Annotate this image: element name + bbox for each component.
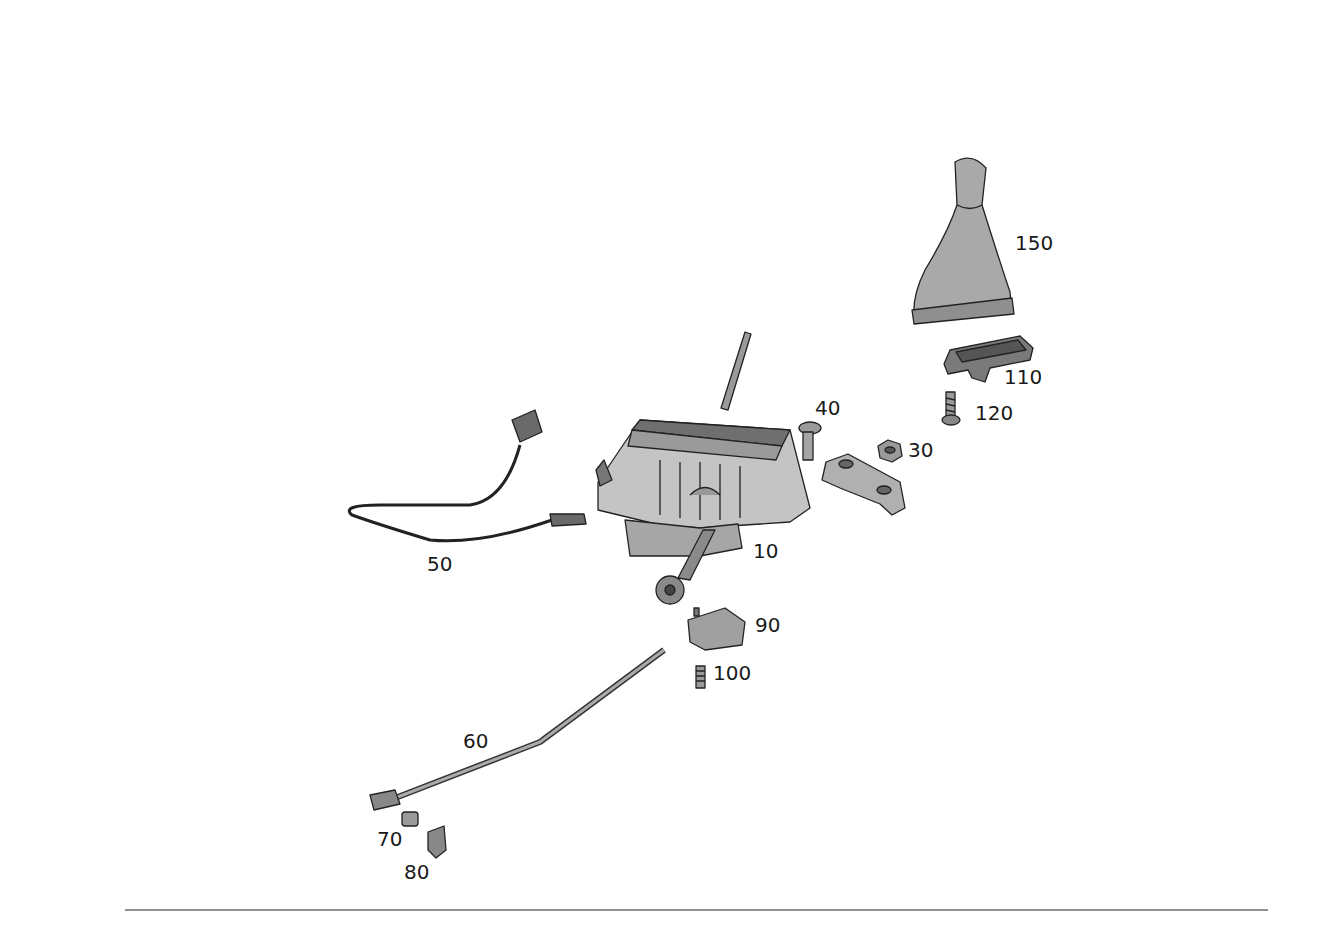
shift-rod (370, 650, 664, 810)
clip (428, 826, 446, 858)
shift-boot (912, 158, 1014, 324)
selector-housing (596, 332, 810, 604)
cable (349, 410, 586, 541)
bracket (822, 454, 905, 515)
callout-number: 120 (973, 403, 1015, 423)
callout-number: 90 (753, 615, 782, 635)
callout-number: 40 (813, 398, 842, 418)
callout-number: 110 (1002, 367, 1044, 387)
callout-number: 80 (402, 862, 431, 882)
footer-rule (125, 910, 1268, 911)
screw (942, 392, 960, 425)
callout-number: 30 (906, 440, 935, 460)
nut (878, 440, 902, 462)
bushing (402, 812, 418, 826)
lever-block (688, 608, 745, 650)
callout-number: 100 (711, 663, 753, 683)
callout-number: 60 (461, 731, 490, 751)
callout-number: 10 (751, 541, 780, 561)
callout-number: 150 (1013, 233, 1055, 253)
callout-number: 50 (425, 554, 454, 574)
callout-number: 70 (375, 829, 404, 849)
spring (696, 666, 705, 688)
bolt (799, 422, 821, 460)
